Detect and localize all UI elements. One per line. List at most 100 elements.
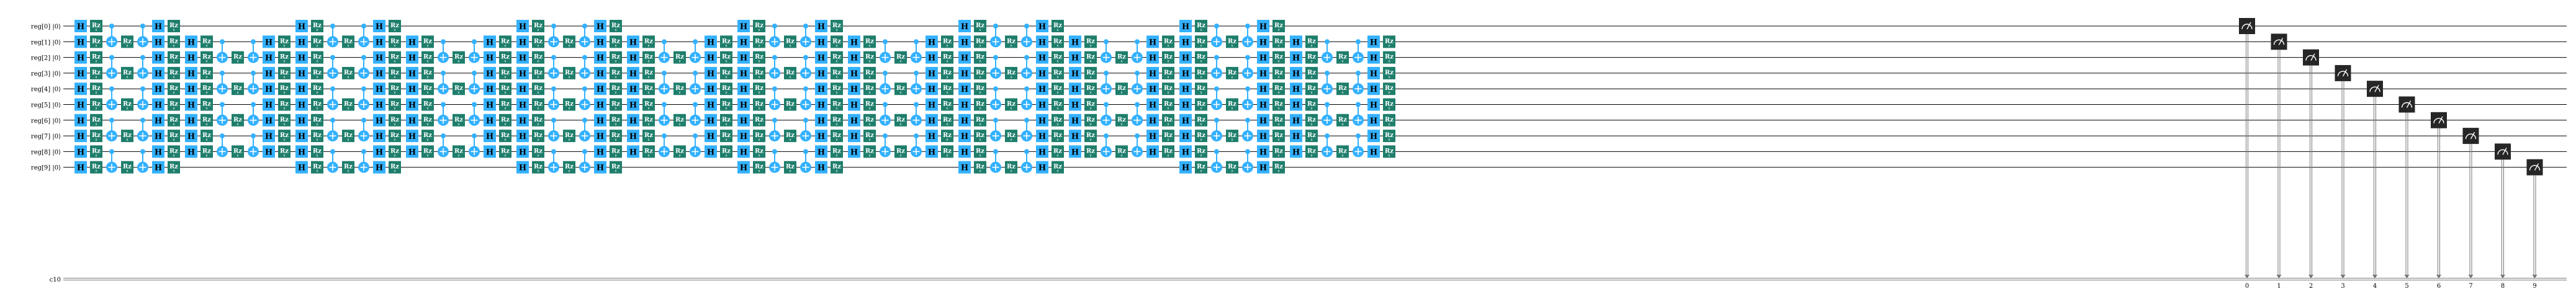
svg-text:θ: θ	[1311, 138, 1313, 142]
measure-index: 4	[2373, 283, 2377, 290]
rz-gate: Rzθ	[720, 35, 732, 48]
svg-text:Rz: Rz	[1228, 69, 1236, 76]
svg-text:θ: θ	[1278, 123, 1280, 127]
cnot-gate	[659, 39, 670, 63]
hadamard-gate: H	[925, 51, 938, 64]
svg-text:H: H	[961, 132, 968, 141]
svg-text:H: H	[155, 69, 162, 79]
hadamard-gate: H	[815, 130, 827, 143]
svg-text:H: H	[155, 85, 162, 94]
svg-text:Rz: Rz	[202, 85, 211, 92]
hadamard-gate: H	[516, 113, 529, 127]
svg-text:Rz: Rz	[1307, 54, 1316, 61]
svg-text:Rz: Rz	[92, 148, 101, 154]
svg-text:H: H	[187, 85, 195, 94]
svg-text:θ: θ	[980, 138, 981, 142]
svg-text:Rz: Rz	[169, 164, 178, 171]
svg-text:Rz: Rz	[976, 54, 984, 61]
cnot-gate	[911, 70, 922, 95]
svg-text:H: H	[1292, 101, 1300, 110]
hadamard-gate: H	[484, 82, 496, 96]
rz-gate: Rzθ	[1115, 51, 1128, 64]
hadamard-gate: H	[925, 66, 938, 79]
rz-gate: Rzθ	[311, 35, 323, 48]
rz-gate: Rzθ	[1115, 82, 1128, 96]
hadamard-gate: H	[1146, 145, 1159, 158]
rz-gate: Rzθ	[121, 130, 133, 143]
cnot-gate	[327, 117, 338, 142]
rz-gate: Rzθ	[1052, 113, 1064, 127]
svg-text:θ: θ	[96, 60, 97, 64]
svg-text:θ: θ	[206, 60, 208, 64]
svg-text:H: H	[486, 85, 493, 94]
svg-text:Rz: Rz	[1164, 148, 1173, 154]
svg-text:θ: θ	[1057, 91, 1059, 95]
hadamard-gate: H	[263, 66, 275, 79]
cnot-gate	[327, 86, 338, 110]
svg-text:Rz: Rz	[1086, 117, 1095, 123]
hadamard-gate: H	[815, 113, 827, 127]
rz-gate: Rzθ	[311, 161, 323, 174]
hadamard-gate: H	[373, 51, 385, 64]
svg-text:Rz: Rz	[722, 132, 731, 139]
rz-gate: Rzθ	[1272, 66, 1285, 79]
svg-text:Rz: Rz	[92, 164, 101, 171]
rz-gate: Rzθ	[1383, 82, 1395, 96]
svg-text:H: H	[597, 85, 604, 94]
svg-text:θ: θ	[1342, 91, 1344, 95]
svg-text:H: H	[1259, 132, 1267, 141]
hadamard-gate: H	[1036, 145, 1048, 158]
svg-text:H: H	[298, 148, 305, 157]
svg-text:θ: θ	[427, 154, 429, 158]
svg-text:H: H	[629, 117, 637, 126]
svg-text:Rz: Rz	[1385, 148, 1394, 154]
hadamard-gate: H	[1290, 35, 1302, 48]
rz-gate: Rzθ	[563, 35, 575, 48]
cnot-gate	[1211, 86, 1222, 110]
measure-gate	[2495, 143, 2511, 160]
rz-gate: Rzθ	[311, 51, 323, 64]
rz-gate: Rzθ	[1305, 35, 1318, 48]
cnot-gate	[106, 117, 117, 142]
svg-text:H: H	[1038, 69, 1046, 79]
svg-text:Rz: Rz	[501, 69, 510, 76]
svg-text:Rz: Rz	[454, 54, 463, 61]
rz-gate: Rzθ	[720, 145, 732, 158]
svg-text:Rz: Rz	[169, 148, 178, 154]
cnot-gate	[880, 70, 891, 95]
hadamard-gate: H	[185, 51, 197, 64]
classical-label: c10	[50, 277, 61, 283]
hadamard-gate: H	[737, 161, 750, 174]
svg-text:H: H	[77, 132, 84, 141]
svg-text:θ: θ	[980, 107, 981, 111]
svg-text:H: H	[740, 148, 747, 157]
measure-index: 6	[2437, 283, 2441, 290]
rz-gate: Rzθ	[642, 98, 655, 111]
svg-text:θ: θ	[1168, 107, 1169, 111]
svg-text:θ: θ	[317, 44, 318, 48]
measure-gate	[2431, 112, 2447, 128]
svg-text:H: H	[1071, 54, 1079, 63]
hadamard-gate: H	[516, 66, 529, 79]
hadamard-gate: H	[737, 51, 750, 64]
hadamard-gate: H	[1179, 51, 1192, 64]
svg-text:Rz: Rz	[1007, 132, 1016, 139]
hadamard-gate: H	[848, 130, 860, 143]
svg-text:H: H	[265, 148, 272, 157]
rz-gate: Rzθ	[121, 98, 133, 111]
svg-text:H: H	[1182, 117, 1189, 126]
svg-text:θ: θ	[173, 123, 175, 127]
rz-gate: Rzθ	[863, 113, 876, 127]
svg-text:Rz: Rz	[202, 69, 211, 76]
svg-text:Rz: Rz	[534, 101, 543, 108]
svg-text:θ: θ	[648, 76, 650, 79]
svg-text:Rz: Rz	[1086, 38, 1095, 45]
hadamard-gate: H	[594, 161, 606, 174]
svg-text:Rz: Rz	[501, 132, 510, 139]
cnot-gate	[690, 133, 701, 158]
svg-text:Rz: Rz	[1117, 54, 1126, 61]
svg-text:θ: θ	[284, 76, 286, 79]
hadamard-gate: H	[1179, 20, 1192, 32]
hadamard-gate: H	[1257, 20, 1269, 32]
svg-text:Rz: Rz	[943, 38, 952, 45]
